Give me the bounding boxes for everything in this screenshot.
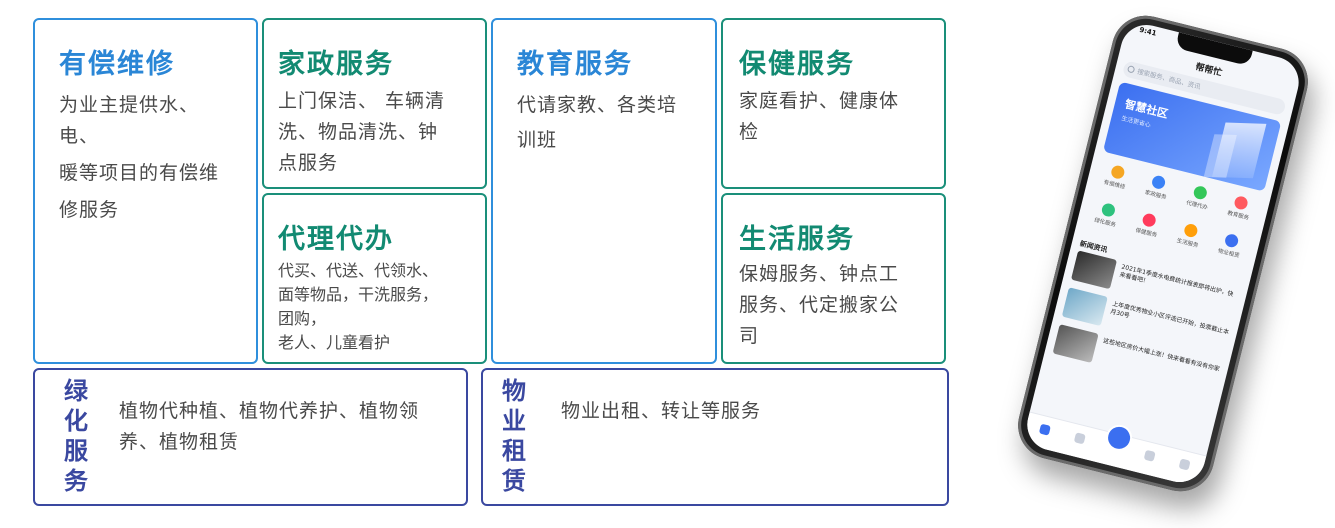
card-health-service[interactable]: 保健服务 家庭看护、健康体 检 [721, 18, 946, 189]
news-thumbnail [1052, 324, 1099, 363]
agency-icon [1192, 184, 1208, 201]
card-desc: 植物代种植、植物代养护、植物领 养、植物租赁 [119, 400, 420, 453]
card-greening-service[interactable]: 绿 化 服 务 植物代种植、植物代养护、植物领 养、植物租赁 [33, 368, 468, 506]
card-life-service[interactable]: 生活服务 保姆服务、钟点工 服务、代定搬家公 司 [721, 193, 946, 364]
life-icon [1182, 222, 1199, 239]
domestic-icon [1150, 174, 1167, 191]
news-thumbnail [1070, 250, 1118, 290]
card-agency-service[interactable]: 代理代办 代买、代送、代领水、 面等物品，干洗服务， 团购， 老人、儿童看护 [262, 193, 487, 364]
card-title: 保健服务 [739, 49, 855, 80]
card-desc: 为业主提供水、电、 暖等项目的有偿维 修服务 [59, 94, 220, 221]
card-title: 教育服务 [517, 49, 633, 80]
home-icon[interactable] [1038, 423, 1051, 436]
card-vertical-title: 绿 化 服 务 [64, 377, 88, 495]
search-icon [1126, 65, 1136, 74]
news-thumbnail [1061, 287, 1108, 327]
card-desc: 家庭看护、健康体 检 [739, 90, 900, 143]
service-icon[interactable] [1073, 432, 1086, 445]
card-desc: 保姆服务、钟点工 服务、代定搬家公 司 [739, 263, 900, 347]
card-domestic-service[interactable]: 家政服务 上门保洁、 车辆清 洗、物品清洗、钟 点服务 [262, 18, 487, 189]
phone-frame: 9:41 帮帮忙 搜索服务、商品、资讯 智慧社区 生活更省心 有偿维修 家政服务… [1010, 8, 1316, 499]
center-action-button[interactable] [1103, 422, 1135, 454]
card-desc: 代请家教、各类培 训班 [517, 94, 678, 151]
repair-icon [1109, 164, 1126, 180]
tab-bar [1021, 411, 1207, 488]
user-icon[interactable] [1178, 458, 1191, 471]
card-desc: 物业出租、转让等服务 [561, 400, 762, 422]
card-vertical-title: 物 业 租 赁 [502, 377, 526, 495]
card-title: 生活服务 [739, 224, 855, 255]
building-icon [1212, 122, 1267, 179]
greening-icon [1100, 202, 1117, 218]
message-icon[interactable] [1143, 449, 1156, 462]
phone-mockup: 9:41 帮帮忙 搜索服务、商品、资讯 智慧社区 生活更省心 有偿维修 家政服务… [968, 8, 1328, 523]
education-icon [1233, 195, 1250, 211]
health-icon [1141, 212, 1158, 229]
phone-screen: 9:41 帮帮忙 搜索服务、商品、资讯 智慧社区 生活更省心 有偿维修 家政服务… [1021, 19, 1305, 488]
card-paid-repair[interactable]: 有偿维修 为业主提供水、电、 暖等项目的有偿维 修服务 [33, 18, 258, 364]
card-title: 家政服务 [278, 49, 394, 80]
card-title: 代理代办 [278, 224, 394, 255]
rental-icon [1223, 232, 1240, 249]
card-desc: 上门保洁、 车辆清 洗、物品清洗、钟 点服务 [278, 90, 446, 174]
status-time: 9:41 [1138, 25, 1158, 38]
card-education-service[interactable]: 教育服务 代请家教、各类培 训班 [491, 18, 717, 364]
card-desc: 代买、代送、代领水、 面等物品，干洗服务， 团购， 老人、儿童看护 [278, 261, 439, 352]
card-title: 有偿维修 [59, 49, 175, 80]
card-property-rental[interactable]: 物 业 租 赁 物业出租、转让等服务 [481, 368, 949, 506]
